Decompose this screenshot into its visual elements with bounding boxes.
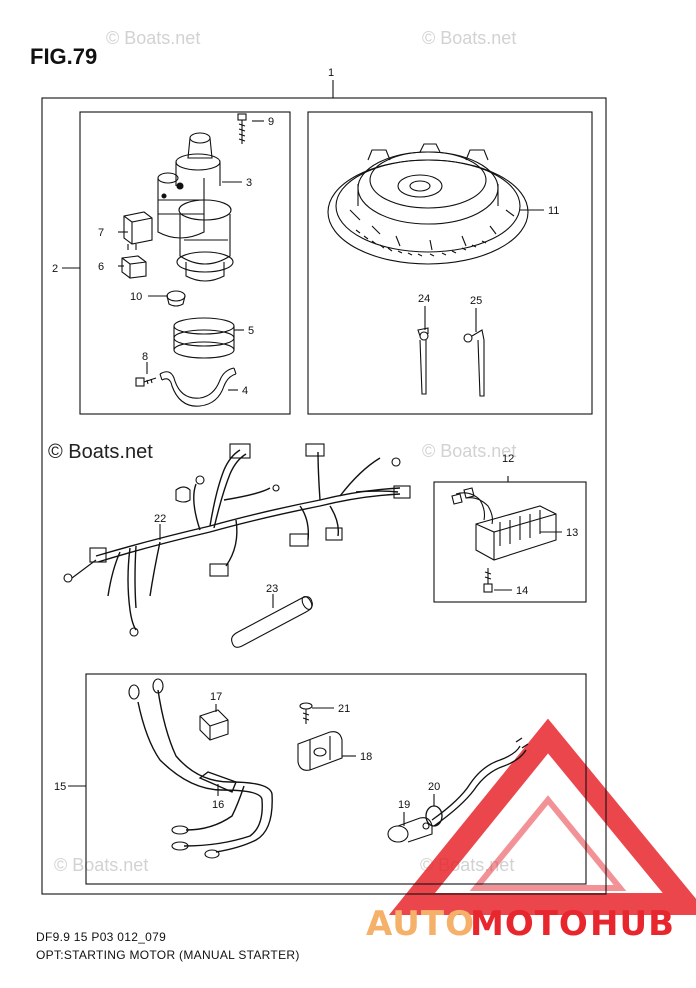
- callout-15: 15: [54, 781, 66, 793]
- battery-leaders: [68, 704, 435, 826]
- callout-5: 5: [248, 325, 254, 337]
- rectifier-13: [451, 487, 557, 561]
- callout-9: 9: [268, 116, 274, 128]
- flywheel-box: [307, 111, 593, 415]
- callout-23: 23: [266, 583, 278, 595]
- watermark-mid-left: © Boats.net: [48, 441, 153, 463]
- cable-tie-24: [417, 327, 429, 395]
- bolt-8: [135, 377, 157, 387]
- callout-18: 18: [360, 751, 372, 763]
- outer-frame: [41, 97, 607, 895]
- bracket-4: [159, 367, 237, 407]
- callout-2: 2: [52, 263, 58, 275]
- tube-23: [231, 595, 313, 648]
- callout-25: 25: [470, 295, 482, 307]
- rectifier-box: [433, 481, 587, 603]
- callout-22: 22: [154, 513, 166, 525]
- screw-21: [299, 702, 313, 724]
- cable-tie-25: [463, 329, 485, 397]
- starter-motor-box: [79, 111, 291, 415]
- callout-14: 14: [516, 585, 528, 597]
- magneto-flywheel-11: [327, 143, 529, 265]
- callout-8: 8: [142, 351, 148, 363]
- callout-20: 20: [428, 781, 440, 793]
- callout-1: 1: [328, 67, 334, 79]
- callout-16: 16: [212, 799, 224, 811]
- lead-wire-20: [425, 737, 529, 827]
- switch-19: [387, 817, 433, 843]
- battery-cable-box: [85, 673, 587, 885]
- starter-leaders: [62, 120, 264, 391]
- watermark-bottom-left: © Boats.net: [54, 855, 149, 875]
- band-5: [173, 317, 235, 359]
- bolt-14: [483, 568, 493, 593]
- watermark-mid-right: © Boats.net: [422, 441, 517, 461]
- relay-6: [121, 255, 147, 279]
- figure-title: FIG.79: [30, 44, 98, 69]
- relay-7: [123, 211, 153, 250]
- diagram-code: DF9.9 15 P03 012_079: [36, 930, 167, 944]
- cover-17: [199, 709, 229, 741]
- diagram-caption: OPT:STARTING MOTOR (MANUAL STARTER): [36, 948, 300, 962]
- watermark-top-right: © Boats.net: [422, 28, 517, 48]
- harness-connectors: [63, 443, 411, 637]
- watermark-top-left: © Boats.net: [106, 28, 201, 48]
- callout-3: 3: [246, 177, 252, 189]
- callout-24: 24: [418, 293, 430, 305]
- wire-harness-22: [95, 449, 401, 631]
- starter-motor: [157, 132, 234, 282]
- callout-13: 13: [566, 527, 578, 539]
- callout-19: 19: [398, 799, 410, 811]
- callout-12: 12: [502, 453, 514, 465]
- callout-labels: 1 2 3 4 5 6 7 8 9 10 11 12 13 14 15 16 1…: [52, 67, 578, 811]
- callout-10: 10: [130, 291, 142, 303]
- cable-terminals: [128, 678, 220, 859]
- battery-cable-16: [137, 689, 273, 853]
- callout-11: 11: [548, 205, 559, 217]
- callout-6: 6: [98, 261, 104, 273]
- logo-triangle: [388, 718, 696, 915]
- callout-4: 4: [242, 385, 248, 397]
- callout-7: 7: [98, 227, 104, 239]
- grommet-10: [166, 290, 186, 307]
- callout-17: 17: [210, 691, 222, 703]
- logo-part-hub: HUB: [590, 904, 675, 944]
- logo-part-auto: AUTO: [366, 904, 475, 944]
- holder-18: [297, 731, 343, 771]
- callout-21: 21: [338, 703, 350, 715]
- bolt-9: [237, 113, 247, 144]
- logo-part-moto: MOTO: [470, 904, 589, 944]
